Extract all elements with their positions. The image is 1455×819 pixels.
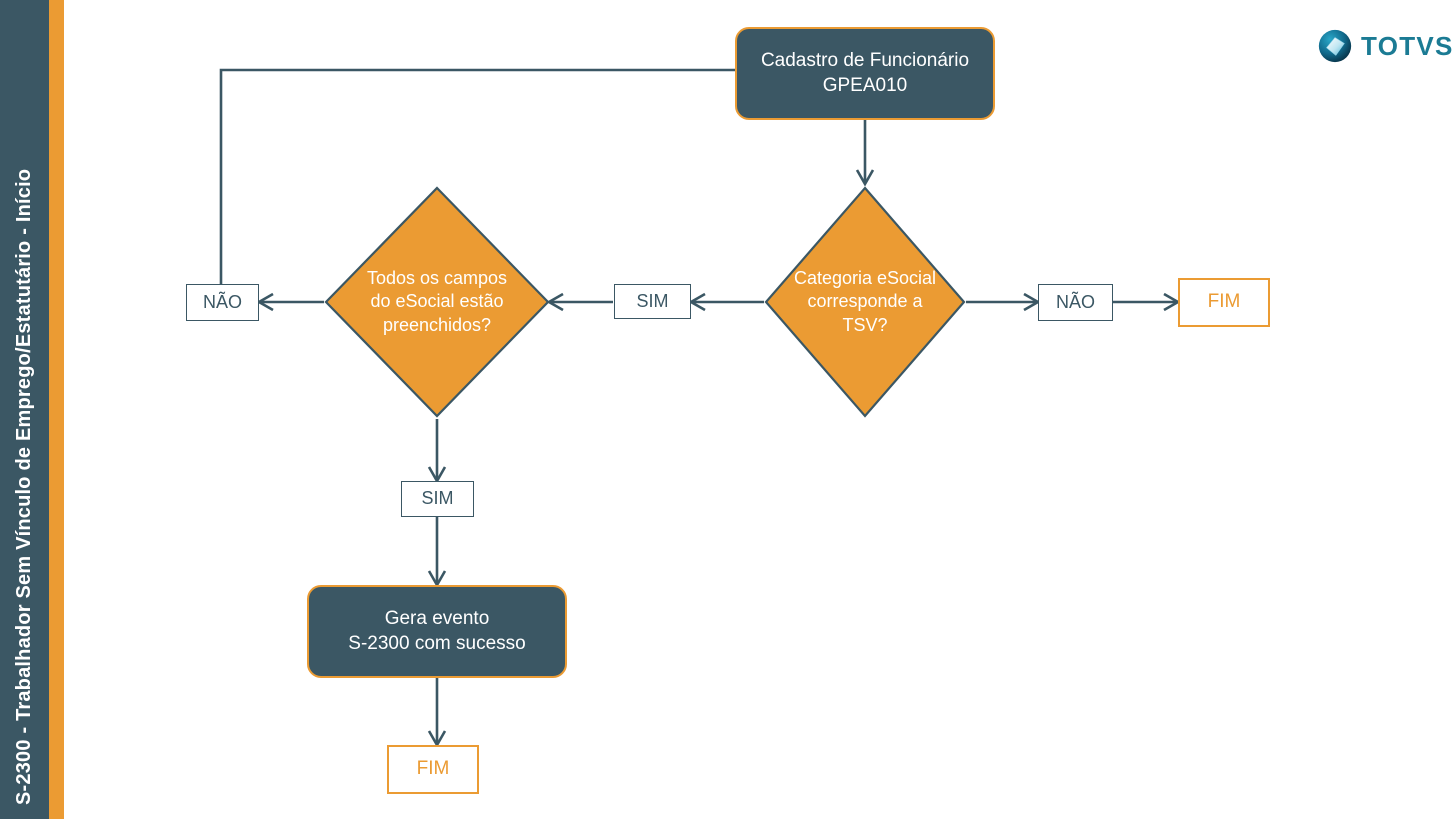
node-fim-bottom[interactable]: FIM: [387, 745, 479, 794]
node-decision-categoria-esocial[interactable]: Categoria eSocial corresponde a TSV?: [764, 186, 966, 418]
brand-logo: TOTVS: [1318, 29, 1454, 63]
arrowhead-start-to-dec-cat: [855, 169, 875, 187]
totvs-logo-icon: [1318, 29, 1352, 63]
node-fim-right[interactable]: FIM: [1178, 278, 1270, 327]
edge-label-sim-categoria[interactable]: SIM: [614, 284, 691, 319]
diamond-shape-campos: [324, 186, 550, 418]
node-gera-line1: Gera evento: [384, 608, 490, 630]
node-cadastro-line2: GPEA010: [822, 74, 908, 96]
edge-nao-feedback-to-start: [219, 68, 735, 284]
brand-wordmark: TOTVS: [1361, 30, 1454, 61]
node-gera-evento[interactable]: Gera evento S-2300 com sucesso: [307, 585, 567, 678]
edge-label-sim-campos[interactable]: SIM: [401, 481, 474, 517]
node-gera-line2: S-2300 com sucesso: [348, 632, 526, 654]
arrowhead-dec-cat-to-sim: [688, 292, 706, 312]
edge-label-nao-categoria[interactable]: NÃO: [1038, 284, 1113, 321]
edge-label-nao-campos[interactable]: NÃO: [186, 284, 259, 321]
diamond-shape-categoria: [764, 186, 966, 418]
sidebar-band: S-2300 - Trabalhador Sem Vínculo de Empr…: [0, 0, 49, 819]
arrowhead-dec-campos-to-nao: [256, 292, 274, 312]
node-decision-campos-preenchidos[interactable]: Todos os campos do eSocial estão preench…: [324, 186, 550, 418]
node-cadastro-funcionario[interactable]: Cadastro de Funcionário GPEA010: [735, 27, 995, 120]
sidebar-accent-bar: [49, 0, 64, 819]
node-cadastro-line1: Cadastro de Funcionário: [760, 50, 970, 72]
